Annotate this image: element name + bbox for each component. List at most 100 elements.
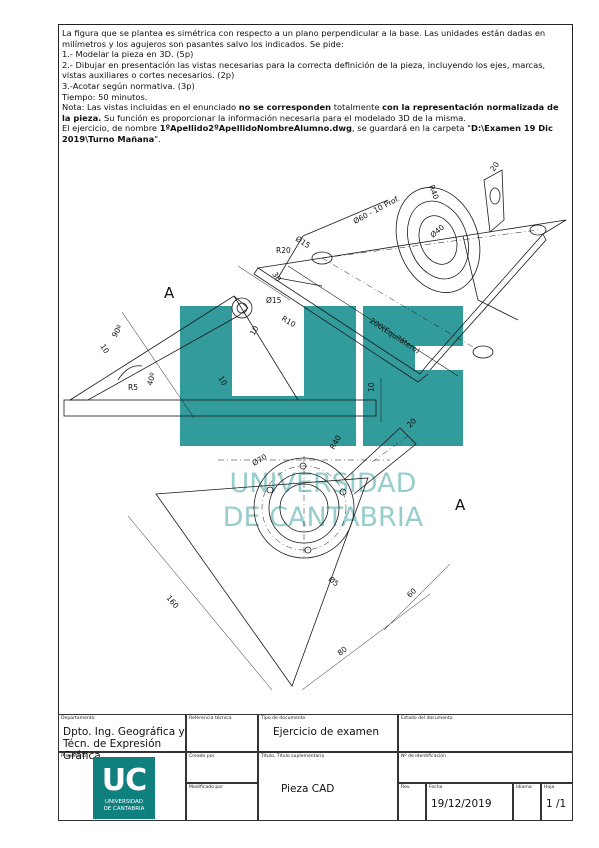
arm-hole-outer	[231, 297, 253, 319]
statement-time: Tiempo: 50 minutos.	[62, 91, 148, 102]
language-caption: Idioma	[516, 785, 532, 790]
department-caption: Departamento	[61, 716, 95, 721]
dim-90: 90º	[110, 323, 125, 339]
axis-line	[321, 229, 539, 351]
dim-phi5: Ø5	[327, 575, 341, 589]
language-cell: Idioma	[513, 783, 541, 821]
title-cell: Título, Título suplementario Pieza CAD	[258, 752, 398, 821]
title-caption: Título, Título suplementario	[261, 754, 325, 759]
dim-d15: Ø15	[294, 234, 312, 250]
boss-profile	[277, 199, 389, 287]
side-view: A 30 Ø15 R10 10 10 90º 40º R5 10 10	[63, 265, 382, 422]
extension-line	[237, 265, 291, 301]
dim-phi70: Ø70	[251, 452, 269, 468]
base-plate-outline	[256, 219, 567, 375]
dimension-line	[301, 593, 431, 691]
watermark-bar	[414, 370, 463, 446]
logo-sub-line: DE CANTABRIA	[103, 805, 145, 812]
axis-line	[371, 435, 409, 463]
department-line2: Técn. de Expresión Gráfica	[63, 738, 162, 762]
boss-hole	[418, 215, 458, 265]
note-text: totalmente	[331, 102, 383, 113]
doc-type-value: Ejercicio de examen	[273, 726, 379, 738]
tech-ref-cell: Referencia técnica	[186, 714, 258, 752]
dim-160: 160	[164, 594, 180, 611]
sheet-cell: Hoja 1 /1	[541, 783, 573, 821]
dimension-line	[287, 265, 459, 377]
base-plate-edge	[253, 267, 429, 383]
bolt-hole	[266, 486, 274, 494]
dim-10c: 10	[216, 374, 229, 387]
dim-r10: R10	[280, 314, 297, 329]
file-name: 1ºApellido2ºApellidoNombreAlumno.dwg	[159, 123, 352, 134]
bolt-hole	[299, 462, 307, 470]
arm-hole	[236, 302, 248, 314]
revision-caption: Rev.	[401, 785, 411, 790]
file-text: El ejercicio, de nombre	[62, 123, 160, 134]
statement-item-1: 1.- Modelar la pieza en 3D. (5p)	[62, 49, 194, 60]
base-hole-back	[529, 224, 547, 236]
dim-80: 80	[336, 644, 349, 657]
id-number-caption: Nº de identificación	[401, 754, 447, 759]
view-label-a: A	[455, 496, 466, 514]
file-text: , se guardará en la carpeta "	[351, 123, 471, 134]
statement-intro: La figura que se plantea es simétrica co…	[62, 28, 546, 49]
date-value: 19/12/2019	[431, 798, 492, 810]
logo-sub-line: UNIVERSIDAD	[104, 799, 144, 805]
axis-line	[218, 456, 390, 560]
view-label-a: A	[164, 284, 175, 302]
note-bold: no se corresponden	[238, 102, 332, 113]
department-cell: Departamento Dpto. Ing. Geográfica y Téc…	[58, 714, 186, 762]
isometric-view: 200(Equilátero) Ø60 - 10 Prof. R40 20 Ø1…	[253, 160, 567, 383]
lug	[483, 169, 505, 233]
sheet-value: 1 /1	[546, 798, 567, 810]
dim-d40: Ø40	[429, 223, 447, 240]
date-caption: Fecha	[429, 785, 443, 790]
fillet-arc	[117, 365, 143, 381]
revision-cell: Rev.	[398, 783, 426, 821]
owner-caption: Propietario	[61, 754, 86, 759]
note-text: Nota: Las vistas incluidas en el enuncia…	[62, 102, 239, 113]
arm-profile	[68, 295, 249, 401]
dim-r40: R40	[427, 184, 441, 201]
watermark-text: UNIVERSIDAD	[230, 468, 417, 499]
technical-drawing: UNIVERSIDAD DE CANTABRIA 200(Equilátero)…	[63, 160, 567, 691]
bolt-hole	[339, 488, 347, 496]
watermark-text: DE CANTABRIA	[223, 502, 424, 533]
statement-item-2: 2.- Dibujar en presentación las vistas n…	[62, 59, 546, 81]
doc-state-cell: Estado del documento	[398, 714, 573, 752]
sheet-caption: Hoja	[544, 785, 555, 790]
statement-item-3: 3.-Acotar según normativa. (3p)	[62, 80, 195, 91]
dim-40: 40º	[145, 371, 157, 386]
dim-10-vertical: 10	[367, 382, 376, 392]
dim-d60: Ø60 - 10 Prof.	[352, 194, 401, 226]
note-bold: con la representación normalizada de la …	[62, 102, 559, 123]
base-hole-right	[472, 345, 494, 359]
rib-profile	[462, 235, 519, 321]
department-line1: Dpto. Ing. Geográfica y	[63, 726, 185, 738]
dimension-line	[383, 563, 451, 631]
lug-hole	[489, 187, 501, 205]
dim-r20: R20	[276, 246, 291, 255]
dim-10b: 10	[98, 342, 111, 355]
university-watermark: UNIVERSIDAD DE CANTABRIA	[180, 306, 463, 533]
title-block: Departamento Dpto. Ing. Geográfica y Téc…	[58, 714, 573, 821]
file-folder: D:\Examen 19 Dic 2019\Turno Mañana	[62, 123, 553, 144]
dim-10a: 10	[248, 324, 261, 337]
arm-profile	[233, 295, 299, 401]
top-view: A Ø70 R40 20 Ø5 160 60 80	[127, 416, 466, 691]
title-value: Pieza CAD	[281, 783, 335, 795]
doc-state-caption: Estado del documento	[401, 716, 453, 721]
statement-note: Nota: Las vistas incluidas en el enuncia…	[62, 102, 568, 123]
boss-outer	[395, 187, 481, 293]
dim-r5: R5	[128, 383, 138, 392]
note-text: Su función es proporcionar la informació…	[101, 112, 466, 123]
tech-ref-caption: Referencia técnica	[189, 716, 232, 721]
logo-text: UC	[101, 763, 147, 798]
date-cell: Fecha 19/12/2019	[426, 783, 513, 821]
boss-counterbore	[407, 200, 469, 280]
base-hole-left	[311, 251, 333, 265]
